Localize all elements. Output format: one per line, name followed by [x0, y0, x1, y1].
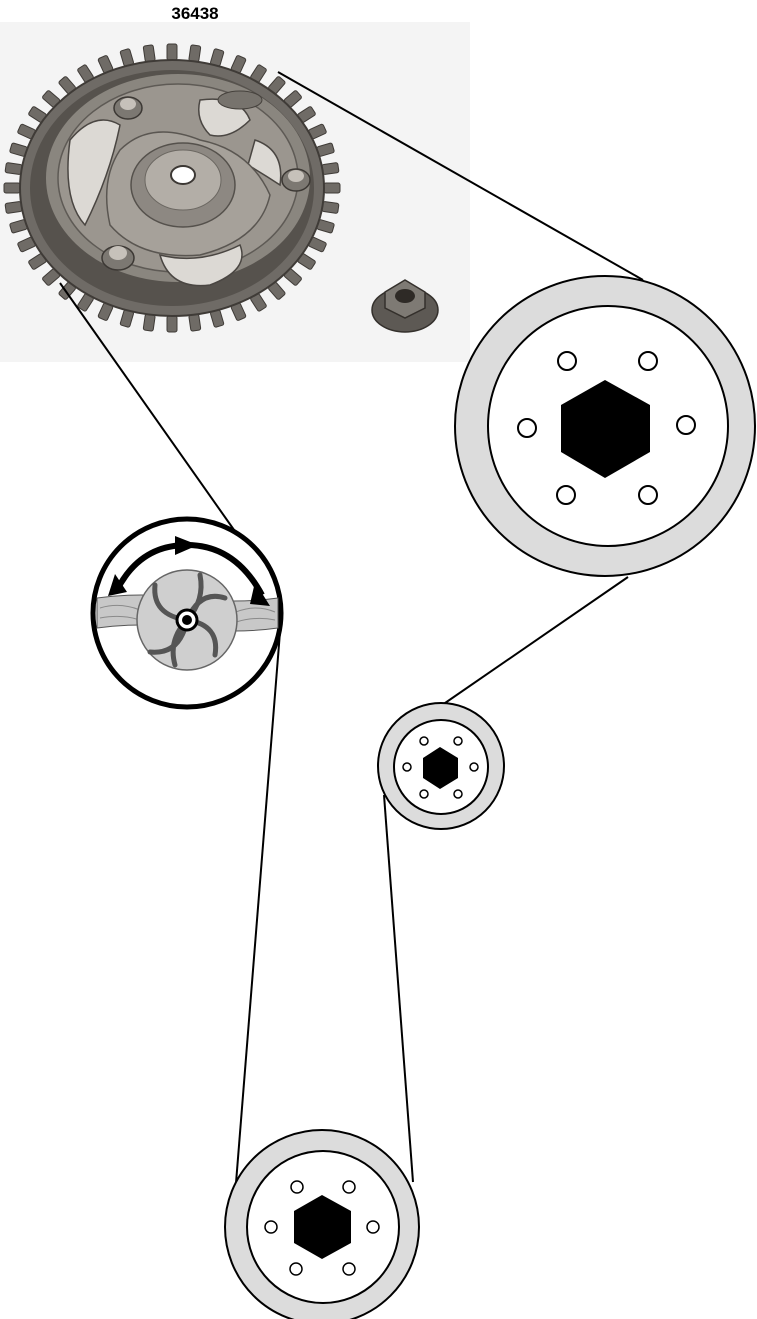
sprocket-tooth: [4, 183, 20, 193]
sprocket-bolt: [102, 246, 134, 270]
tensioner-icon: [93, 519, 281, 707]
sprocket-tooth: [322, 163, 339, 175]
camshaft-sprocket: [20, 60, 324, 316]
sprocket-tooth: [143, 314, 155, 331]
sprocket-bolt: [114, 97, 142, 119]
sprocket-tooth: [322, 201, 339, 213]
product-photo: [0, 22, 470, 362]
sprocket-tooth: [5, 201, 22, 213]
sprocket-tooth: [143, 45, 155, 62]
sprocket-tooth: [189, 45, 201, 62]
sprocket-tooth: [324, 183, 340, 193]
small-pulley: [378, 703, 504, 829]
sprocket-tooth: [189, 314, 201, 331]
sprocket-bolt: [282, 169, 310, 191]
crankshaft-pulley: [225, 1130, 419, 1319]
belt-segment: [236, 632, 280, 1183]
belt-segment: [384, 795, 413, 1182]
sprocket-tooth: [167, 44, 177, 60]
sprocket-tooth: [5, 163, 22, 175]
large-pulley: [455, 276, 755, 576]
sprocket-tooth: [167, 316, 177, 332]
belt-segment: [432, 577, 628, 712]
